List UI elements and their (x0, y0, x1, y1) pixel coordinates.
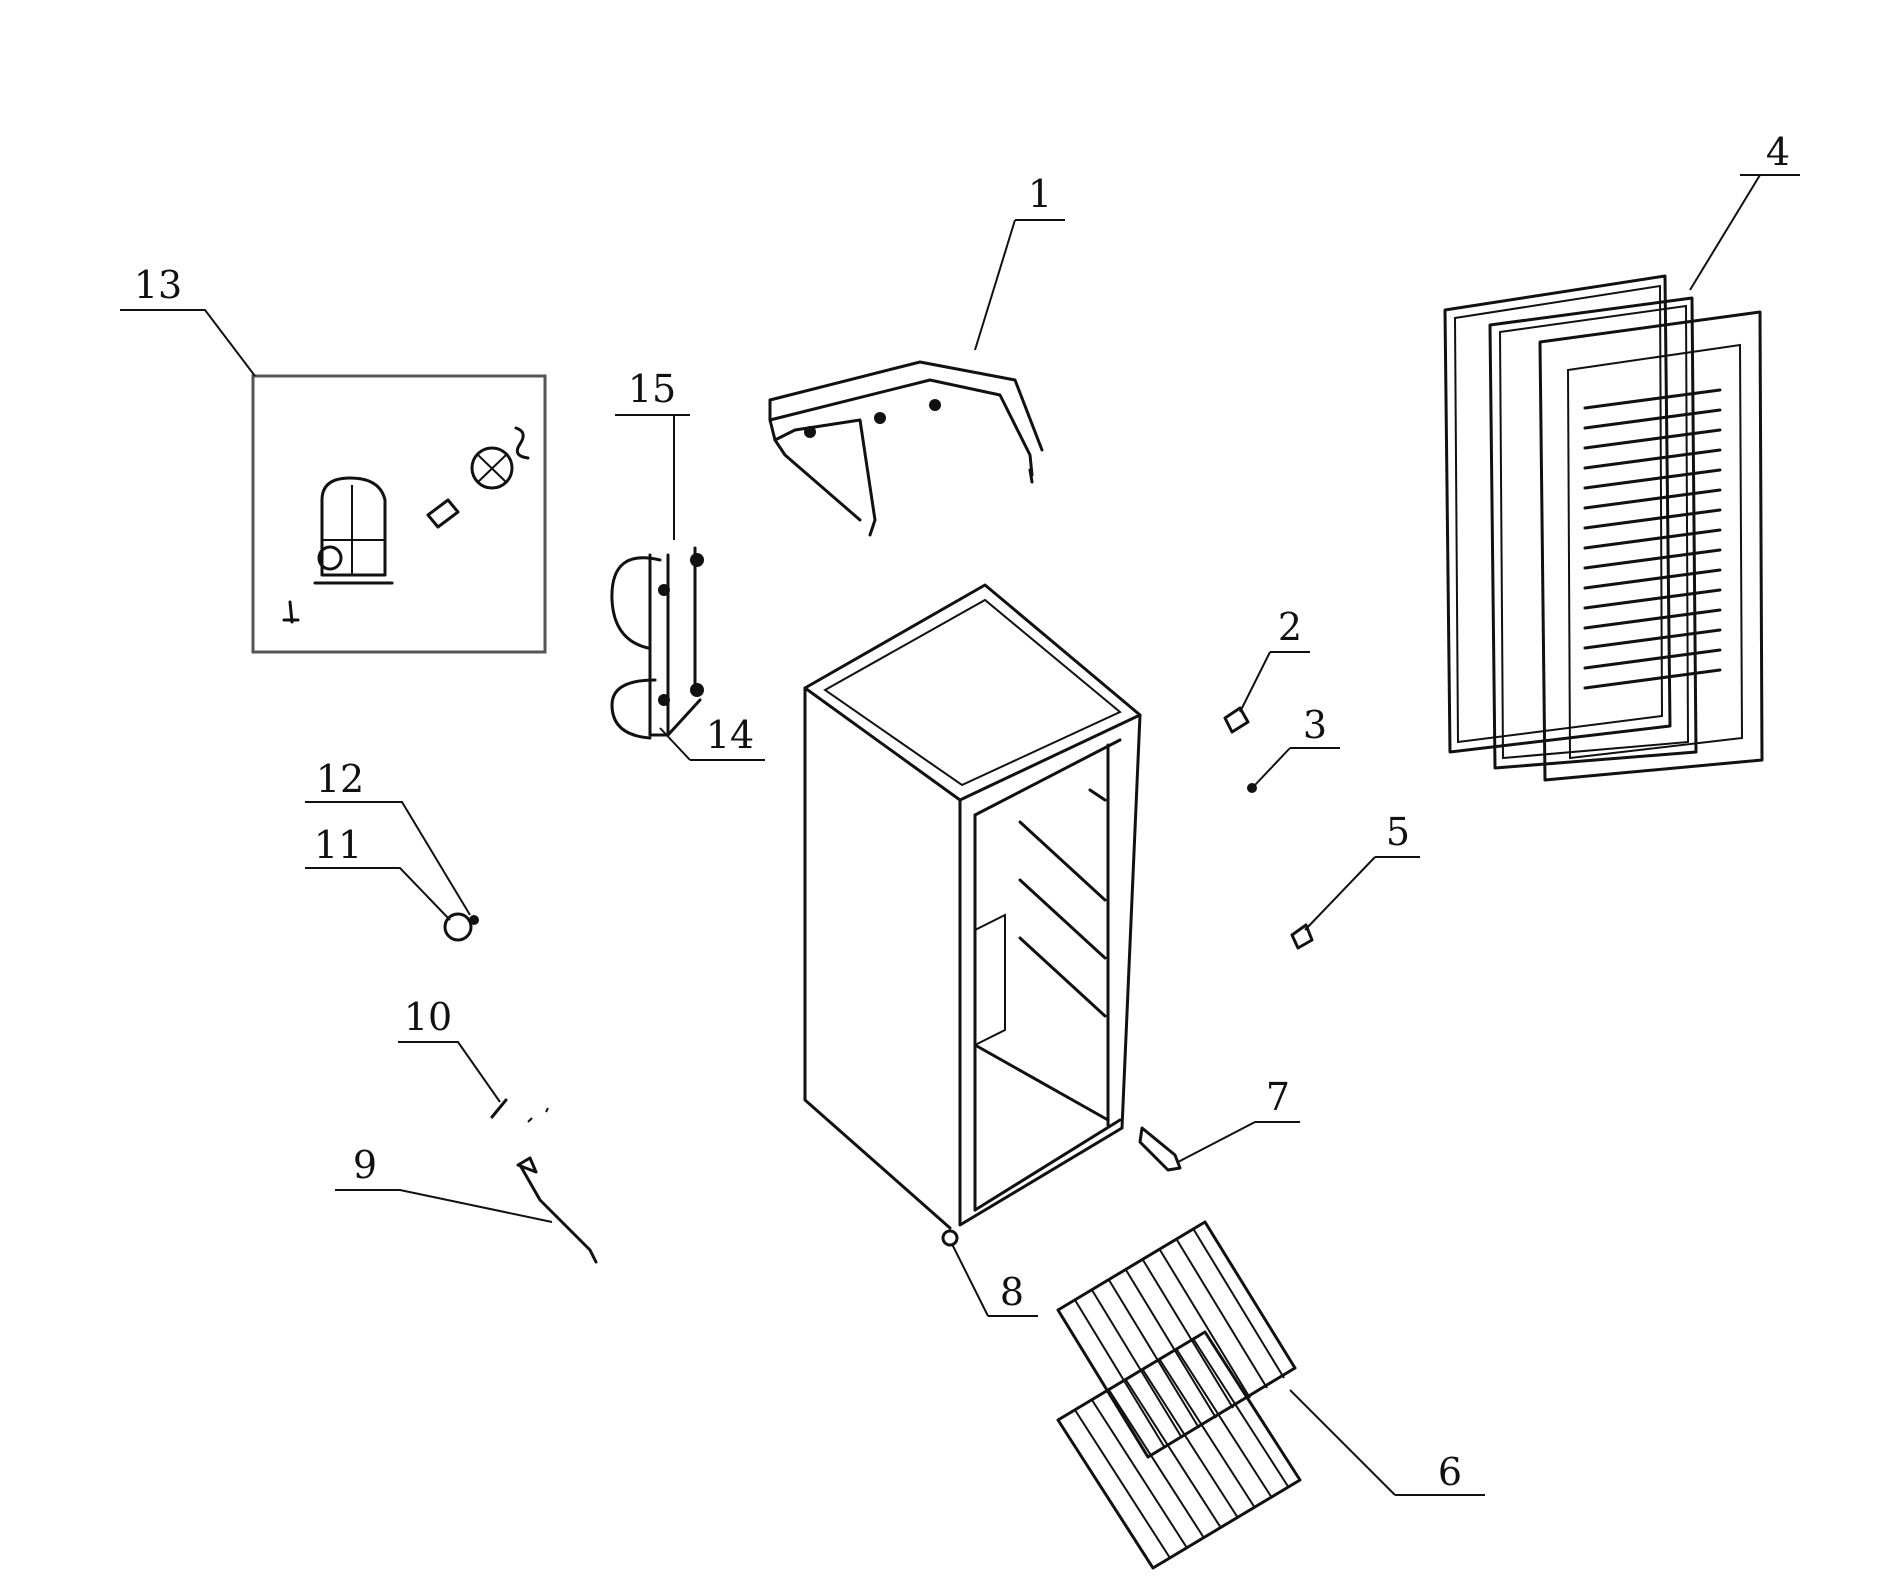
part-10-lamp (490, 1098, 549, 1123)
part-13-compressor-assembly (251, 374, 547, 654)
callout-7: 7 (1266, 1075, 1290, 1119)
callout-9: 9 (353, 1143, 377, 1187)
callout-13: 13 (134, 263, 182, 307)
callout-10: 10 (404, 995, 452, 1039)
callout-1: 1 (1028, 172, 1052, 216)
leader-lines (120, 174, 1800, 1496)
part-1-top-frame (768, 360, 1044, 537)
part-4-doors (1443, 274, 1764, 782)
part-3-screw (1247, 783, 1257, 793)
callout-3: 3 (1303, 703, 1327, 747)
callout-6: 6 (1438, 1450, 1462, 1494)
callout-11: 11 (314, 823, 362, 867)
callout-2: 2 (1278, 605, 1302, 649)
part-11-12-thermostat (443, 912, 479, 942)
part-9-power-cord (516, 1156, 598, 1264)
part-7-foot (1138, 1126, 1182, 1172)
callout-15: 15 (628, 367, 676, 411)
callout-8: 8 (1000, 1270, 1024, 1314)
part-2-hinge (1223, 706, 1250, 734)
callout-12: 12 (316, 757, 364, 801)
callout-labels: 1 2 3 4 5 6 7 8 9 10 11 12 13 14 15 (134, 130, 1790, 1494)
cabinet-body (803, 583, 1142, 1247)
part-6-wire-shelves (1056, 1220, 1302, 1570)
part-15-condenser (610, 546, 704, 740)
part-5-hinge-pin (1290, 923, 1314, 950)
callout-5: 5 (1386, 810, 1410, 854)
callout-14: 14 (706, 713, 754, 757)
door-louvers (1583, 388, 1722, 690)
callout-4: 4 (1766, 130, 1790, 174)
